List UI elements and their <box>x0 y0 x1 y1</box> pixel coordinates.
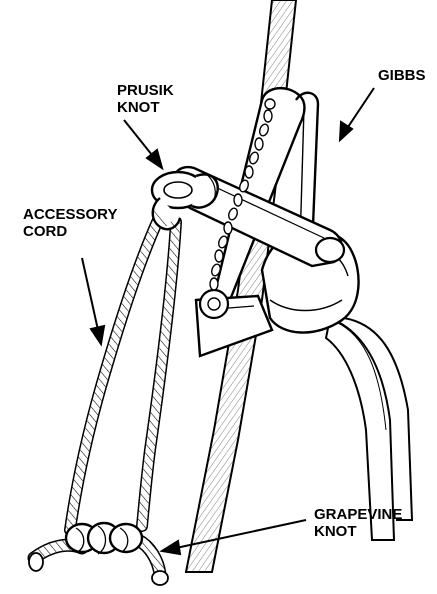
accessory-cord-label-line2: CORD <box>23 223 117 240</box>
grapevine-knot-label: GRAPEVINE KNOT <box>314 506 402 540</box>
accessory-cord <box>70 220 176 530</box>
prusik-arrow <box>124 120 162 168</box>
accessory-cord-label: ACCESSORY CORD <box>23 206 117 240</box>
grapevine-knot <box>29 523 168 585</box>
gibbs-label-line1: GIBBS <box>378 67 426 84</box>
prusik-knot-label-line2: KNOT <box>117 99 174 116</box>
prusik-knot-label-line1: PRUSIK <box>117 82 174 99</box>
grapevine-arrow <box>162 520 306 554</box>
gibbs-label: GIBBS <box>378 67 426 84</box>
gibbs-arrow <box>340 88 374 140</box>
accessory-arrow <box>82 258 104 344</box>
accessory-cord-label-line1: ACCESSORY <box>23 206 117 223</box>
prusik-knot <box>152 172 218 229</box>
grapevine-knot-label-line2: KNOT <box>314 523 402 540</box>
grapevine-knot-label-line1: GRAPEVINE <box>314 506 402 523</box>
prusik-knot-label: PRUSIK KNOT <box>117 82 174 116</box>
